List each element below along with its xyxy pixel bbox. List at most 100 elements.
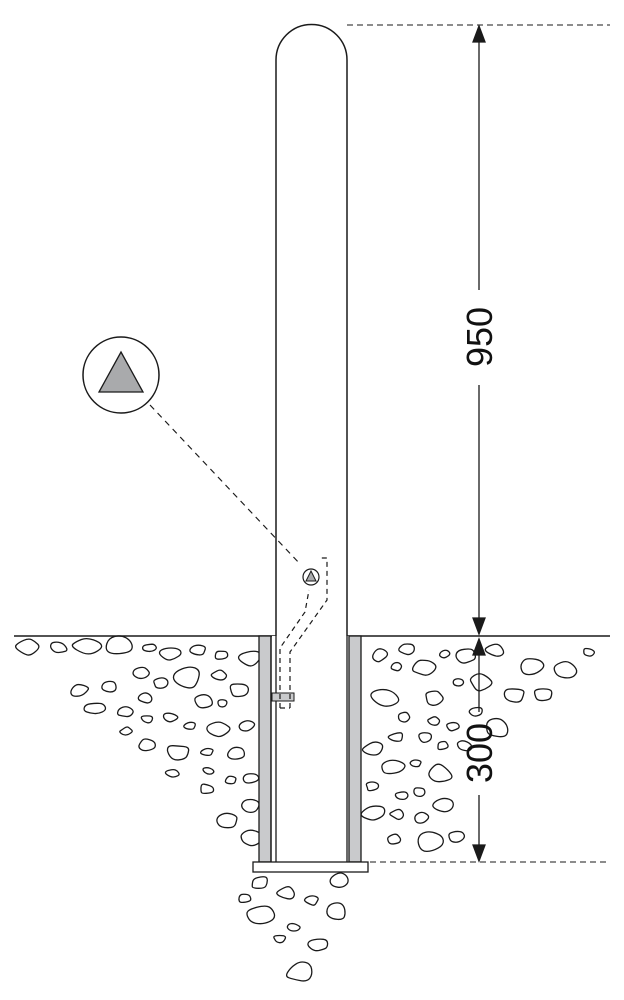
gravel-stone xyxy=(398,643,415,656)
gravel-stone xyxy=(307,938,329,952)
gravel-stone xyxy=(101,680,117,693)
gravel-stone xyxy=(14,638,40,656)
gravel-stone xyxy=(199,747,214,757)
gravel-stone xyxy=(329,872,349,888)
gravel-stone xyxy=(153,677,169,689)
arrow-down-icon xyxy=(472,844,486,863)
gravel-stone xyxy=(189,644,207,656)
gravel-stone xyxy=(194,694,214,709)
arrow-up-icon xyxy=(472,637,486,656)
gravel-stone xyxy=(437,740,449,751)
gravel-stone xyxy=(119,726,133,736)
gravel-stone xyxy=(83,702,107,715)
gravel-stone xyxy=(452,678,465,687)
gravel-stone xyxy=(370,688,400,707)
ground-sleeve-right xyxy=(348,635,362,863)
gravel-stone xyxy=(394,791,409,801)
gravel-stone xyxy=(389,808,405,821)
arrow-up-icon xyxy=(472,24,486,43)
base-plate xyxy=(252,861,369,873)
gravel-stone xyxy=(428,763,453,783)
gravel-stone xyxy=(172,666,200,689)
gravel-stone xyxy=(206,721,231,738)
gravel-stone xyxy=(486,717,509,738)
gravel-stone xyxy=(237,650,262,667)
gravel-stone xyxy=(216,812,238,829)
gravel-stone xyxy=(116,706,134,718)
gravel-stone xyxy=(303,895,319,906)
gravel-stone xyxy=(242,773,260,784)
gravel-stone xyxy=(484,643,505,657)
gravel-stone xyxy=(533,688,553,702)
dimension-300-label: 300 xyxy=(459,723,500,783)
gravel-stone xyxy=(387,732,404,742)
gravel-stone xyxy=(49,641,68,654)
gravel-stone xyxy=(238,893,252,904)
warning-triangle-icon xyxy=(97,350,145,393)
gravel-stone xyxy=(413,787,426,798)
gravel-stone xyxy=(140,715,154,724)
gravel-stone xyxy=(448,830,466,843)
gravel-stone xyxy=(210,669,228,681)
arrow-down-icon xyxy=(472,617,486,636)
gravel-stone xyxy=(183,721,196,730)
gravel-stone xyxy=(427,716,441,726)
gravel-stone xyxy=(438,649,451,659)
gravel-stone xyxy=(70,683,90,697)
gravel-stone xyxy=(202,767,215,775)
gravel-stones xyxy=(14,635,596,982)
dimension-300 xyxy=(472,637,486,863)
gravel-stone xyxy=(137,692,153,704)
gravel-stone xyxy=(414,811,430,824)
gravel-stone xyxy=(418,732,433,744)
gravel-stone xyxy=(226,746,246,760)
gravel-stone xyxy=(411,659,437,676)
gravel-stone xyxy=(286,922,301,932)
gravel-stone xyxy=(105,635,133,655)
gravel-stone xyxy=(138,738,156,752)
gravel-stone xyxy=(164,768,180,778)
gravel-stone xyxy=(214,650,229,660)
gravel-stone xyxy=(246,905,276,925)
gravel-stone xyxy=(381,759,406,775)
hidden-lock-mechanism xyxy=(279,557,328,709)
gravel-stone xyxy=(276,886,295,900)
gravel-stone xyxy=(553,661,578,679)
locking-bolt xyxy=(271,692,295,702)
gravel-stone xyxy=(446,721,460,732)
gravel-stone xyxy=(360,805,386,821)
gravel-stone xyxy=(166,745,190,761)
gravel-stone xyxy=(387,833,402,845)
gravel-stone xyxy=(158,647,182,661)
gravel-stone xyxy=(372,648,389,663)
gravel-stone xyxy=(361,741,384,756)
dimension-950-label: 950 xyxy=(459,307,500,367)
gravel-stone xyxy=(241,798,260,814)
gravel-stone xyxy=(162,712,179,723)
gravel-stone xyxy=(71,637,103,655)
gravel-stone xyxy=(273,934,287,944)
gravel-stone xyxy=(469,673,493,692)
gravel-stone xyxy=(285,961,313,982)
gravel-stone xyxy=(217,699,228,708)
gravel-stone xyxy=(390,661,403,672)
gravel-stone xyxy=(432,797,454,813)
gravel-stone xyxy=(397,711,411,723)
gravel-stone xyxy=(229,683,250,698)
gravel-stone xyxy=(425,690,444,706)
dimension-950 xyxy=(472,24,486,636)
gravel-stone xyxy=(417,831,444,853)
gravel-stone xyxy=(251,876,268,889)
gravel-stone xyxy=(238,720,256,732)
callout-leader xyxy=(149,404,302,566)
gravel-stone xyxy=(409,759,422,768)
gravel-stone xyxy=(326,902,346,921)
ground-sleeve-left xyxy=(258,635,272,863)
gravel-stone xyxy=(468,706,483,717)
gravel-stone xyxy=(200,783,215,794)
gravel-stone xyxy=(455,648,477,664)
gravel-stone xyxy=(224,775,237,785)
gravel-stone xyxy=(503,688,525,703)
gravel-stone xyxy=(141,643,157,653)
